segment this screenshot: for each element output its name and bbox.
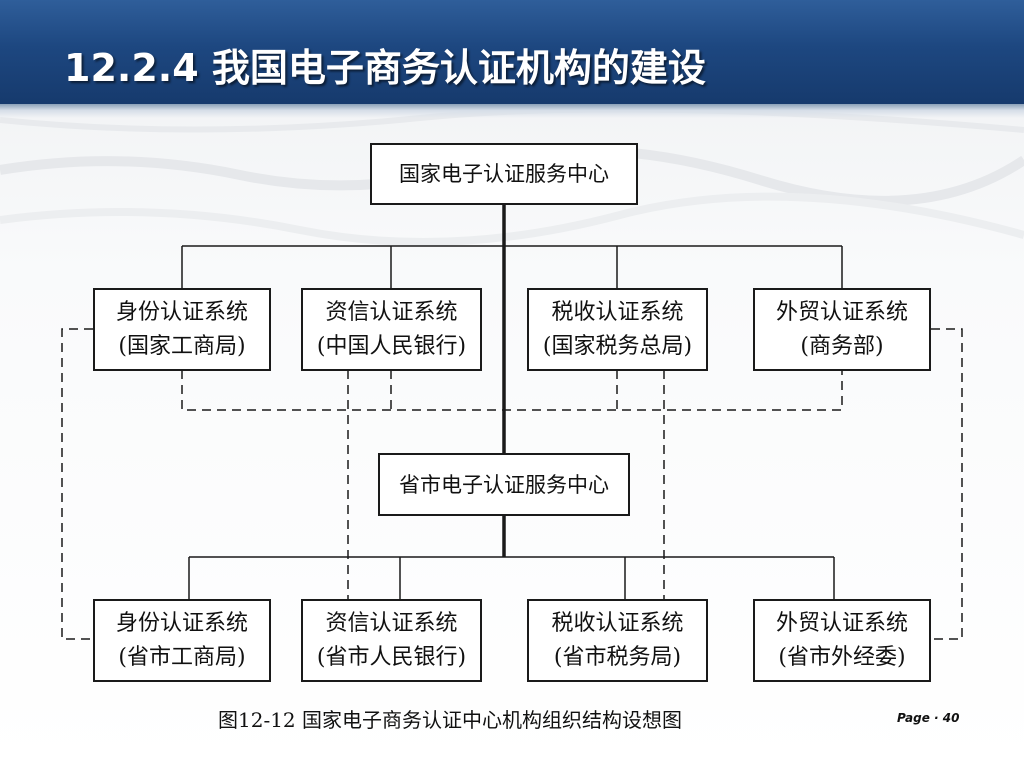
dashed-link-left-side bbox=[61, 328, 93, 640]
node-agency: (中国人民银行) bbox=[316, 333, 467, 359]
dashed-link-national-bottom bbox=[181, 370, 843, 411]
provincial-center-box: 省市电子认证服务中心 bbox=[378, 453, 630, 516]
slide-title: 12.2.4 我国电子商务认证机构的建设 bbox=[64, 46, 706, 90]
dashed-link-right-side bbox=[931, 328, 963, 640]
provincial-center-label: 省市电子认证服务中心 bbox=[399, 472, 609, 497]
page-number: Page · 40 bbox=[897, 711, 960, 725]
provincial-tax-system-box: 税收认证系统 (省市税务局) bbox=[527, 599, 708, 682]
national-tax-system-box: 税收认证系统 (国家税务总局) bbox=[527, 288, 708, 371]
node-title: 外贸认证系统 bbox=[775, 610, 908, 636]
provincial-trade-system-box: 外贸认证系统 (省市外经委) bbox=[753, 599, 931, 682]
node-title: 资信认证系统 bbox=[325, 610, 458, 636]
node-title: 税收认证系统 bbox=[551, 610, 684, 636]
node-title: 身份认证系统 bbox=[115, 610, 248, 636]
node-agency: (省市外经委) bbox=[778, 644, 906, 670]
node-agency: (国家税务总局) bbox=[542, 333, 693, 359]
header-shadow bbox=[0, 104, 1024, 118]
node-agency: (省市人民银行) bbox=[316, 644, 467, 670]
node-title: 身份认证系统 bbox=[115, 299, 248, 325]
node-agency: (国家工商局) bbox=[118, 333, 246, 359]
header-bar bbox=[0, 0, 1024, 104]
figure-caption: 图12-12 国家电子商务认证中心机构组织结构设想图 bbox=[218, 708, 683, 732]
national-credit-system-box: 资信认证系统 (中国人民银行) bbox=[301, 288, 482, 371]
national-trade-system-box: 外贸认证系统 (商务部) bbox=[753, 288, 931, 371]
provincial-credit-system-box: 资信认证系统 (省市人民银行) bbox=[301, 599, 482, 682]
national-center-label: 国家电子认证服务中心 bbox=[399, 162, 609, 186]
national-identity-system-box: 身份认证系统 (国家工商局) bbox=[93, 288, 271, 371]
node-title: 税收认证系统 bbox=[551, 299, 684, 325]
node-agency: (商务部) bbox=[800, 333, 884, 359]
node-title: 资信认证系统 bbox=[325, 299, 458, 325]
node-title: 外贸认证系统 bbox=[775, 299, 908, 325]
national-center-box: 国家电子认证服务中心 bbox=[370, 143, 638, 205]
provincial-identity-system-box: 身份认证系统 (省市工商局) bbox=[93, 599, 271, 682]
node-agency: (省市工商局) bbox=[118, 644, 246, 670]
node-agency: (省市税务局) bbox=[553, 644, 682, 670]
